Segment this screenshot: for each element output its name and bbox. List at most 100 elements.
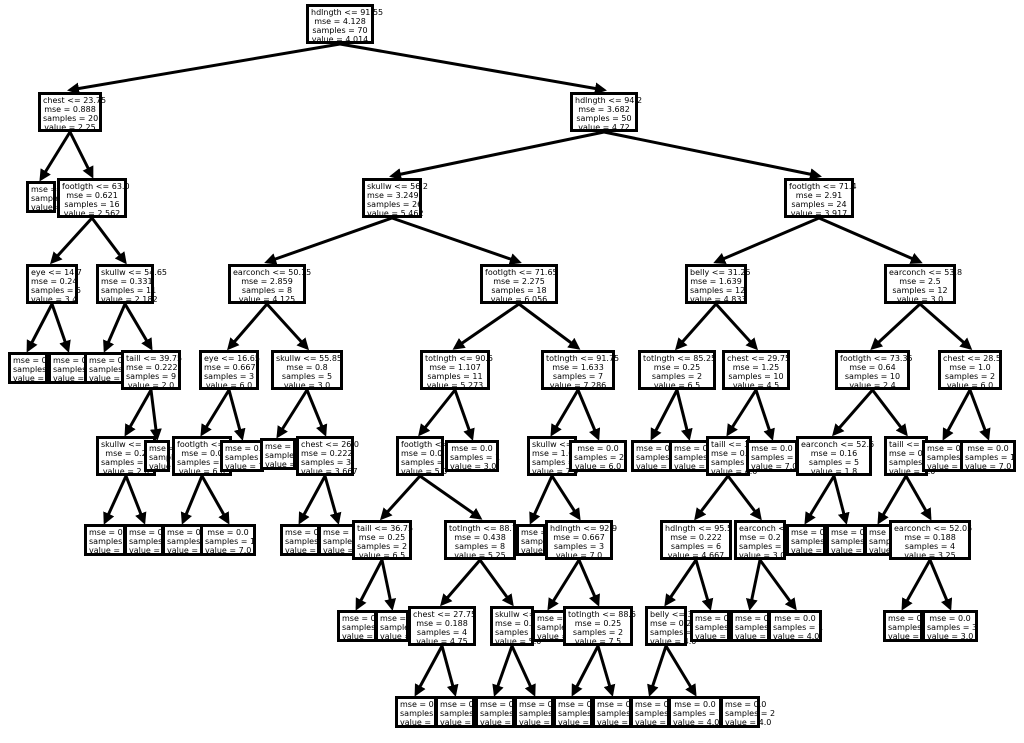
- tree-node-line: value = 4.667: [667, 551, 725, 560]
- tree-node-line: samples = 10: [844, 372, 901, 381]
- tree-node-line: value = 1.0: [869, 546, 915, 555]
- tree-node-line: footlgth <= 71.65: [485, 268, 558, 277]
- tree-node-line: samples = 10: [728, 372, 784, 381]
- tree-edge-n0-n2: [339, 42, 607, 95]
- tree-node-line: value = 7.0: [751, 462, 798, 471]
- tree-edge-n19-n32: [453, 389, 475, 441]
- tree-node-line: value = 2.0: [791, 546, 838, 555]
- tree-node-line: value = 2.0: [129, 546, 176, 555]
- tree-node-line: earconch <= 50.15: [233, 268, 312, 277]
- tree-node-line: samples = 16: [64, 200, 120, 209]
- tree-node-line: mse = 0.188: [904, 533, 956, 542]
- tree-node-line: samples = 2: [651, 372, 703, 381]
- tree-edge-n5-n9: [264, 216, 393, 265]
- tree-node-line: samples = 1: [751, 453, 802, 462]
- tree-node-line: earconch <= 52.05: [894, 524, 973, 533]
- tree-edge-n31-n50: [419, 474, 483, 520]
- tree-node-line: mse = 0.0: [480, 700, 522, 709]
- tree-node-line: mse = 0.0: [725, 700, 767, 709]
- tree-node-line: mse = 0.8: [286, 363, 328, 372]
- tree-node-line: value = 6.0: [574, 462, 622, 471]
- tree-edge-n18-n30: [305, 389, 328, 437]
- tree-edge-n4-n7: [49, 216, 94, 265]
- tree-node-line: samples = 3: [553, 542, 605, 551]
- tree-node-line: earconch <= 0.0: [739, 524, 807, 533]
- tree-node-line: mse = 0.0: [537, 614, 579, 623]
- tree-node-line: value = 3.0: [450, 462, 497, 471]
- tree-node-line: samples = 1: [177, 458, 228, 467]
- tree-node-line: value = 6.0: [537, 632, 584, 641]
- tree-edge-n58-n70: [928, 559, 953, 611]
- tree-edge-n25-n43: [103, 475, 128, 525]
- tree-node-line: value = 2.0: [89, 546, 136, 555]
- tree-node-line: footlgth <= 73.35: [840, 354, 913, 363]
- tree-node-line: value = 2.0: [831, 546, 878, 555]
- tree-node-line: mse = 0.0: [149, 444, 191, 453]
- tree-node-line: value = 1.0: [89, 374, 136, 383]
- tree-node-line: value = 5.0: [927, 462, 974, 471]
- tree-node-line: value = 5.0: [495, 637, 542, 646]
- tree-node-line: samples = 3: [927, 623, 978, 632]
- tree-node-line: value = 3.0: [323, 546, 370, 555]
- tree-node-line: samples = 1: [225, 453, 276, 462]
- tree-node-line: taill <= 3: [889, 440, 928, 449]
- tree-node-line: value = 1.8: [810, 467, 858, 476]
- tree-node-line: mse = 0.0: [597, 700, 639, 709]
- tree-node-line: samples = 12: [690, 286, 746, 295]
- tree-node-line: mse = 1.25: [732, 363, 780, 372]
- tree-node-line: samples = 5: [281, 372, 333, 381]
- tree-edge-n0-n1: [67, 42, 341, 95]
- tree-edge-n9-n18: [265, 302, 310, 351]
- tree-node-line: mse = 2.5: [899, 277, 941, 286]
- tree-node-line: samples = 11: [427, 372, 483, 381]
- tree-node-line: mse = 4.128: [314, 17, 366, 26]
- tree-node-line: value = 6.0: [695, 632, 742, 641]
- tree-edge-n54-n67: [745, 559, 762, 611]
- tree-edge-n6-n11: [713, 216, 820, 264]
- tree-node-line: samples = 1: [167, 537, 218, 546]
- tree-node-line: samples = 1: [129, 537, 180, 546]
- tree-node-line: samples = 1: [635, 709, 686, 718]
- tree-node-line: mse = 0.0: [380, 614, 422, 623]
- tree-node-line: value = 7.0: [380, 632, 427, 641]
- tree-edge-n39-n56: [832, 475, 850, 525]
- tree-node-line: mse = 0.0: [285, 528, 327, 537]
- tree-node-line: mse = 0.331: [101, 277, 153, 286]
- tree-edge-n49-n60: [380, 559, 397, 611]
- tree-node-line: value = 3.0: [888, 632, 935, 641]
- tree-node-line: samples = 5: [532, 458, 583, 467]
- tree-node-line: value = 1.0: [31, 203, 78, 212]
- tree-node-line: mse = 0.0: [521, 528, 563, 537]
- tree-node-line: samples = 2: [574, 453, 625, 462]
- tree-node-line: eye <= 14.7: [31, 268, 82, 277]
- tree-node-line: value = 5.273: [426, 381, 484, 390]
- tree-edge-n40-n58: [904, 475, 932, 521]
- tree-node-line: samples = 2: [636, 453, 687, 462]
- tree-node-line: samples = 2: [89, 365, 140, 374]
- tree-node-line: value = 2.0: [127, 381, 175, 390]
- tree-node-line: value = 6.0: [178, 467, 226, 476]
- tree-node-line: mse = 0.0: [577, 444, 619, 453]
- tree-node-line: samples = 3: [301, 458, 352, 467]
- tree-node-line: value = 2.4: [849, 381, 896, 390]
- tree-node-line: mse = 2.91: [795, 191, 843, 200]
- tree-node-line: value = 4.0: [13, 374, 60, 383]
- tree-node-line: value = 6.0: [519, 718, 566, 727]
